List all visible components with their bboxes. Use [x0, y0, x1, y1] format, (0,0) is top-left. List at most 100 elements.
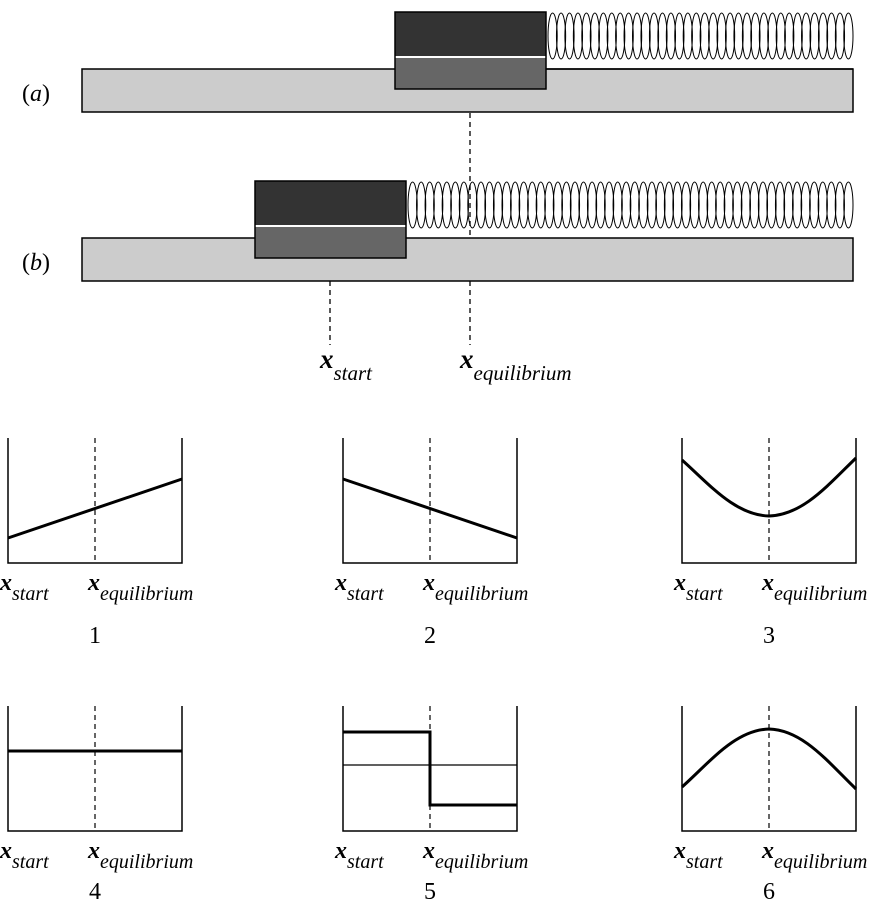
spring-coil: [732, 181, 743, 229]
spring-coil: [784, 12, 795, 60]
spring-coil: [441, 181, 452, 229]
spring-coil: [672, 181, 683, 229]
spring-coil: [792, 12, 803, 60]
spring-coil: [612, 181, 623, 229]
spring-coil: [775, 12, 786, 60]
spring-coil: [450, 181, 461, 229]
graph-4-x-equilibrium-label: xequilibrium: [87, 838, 193, 873]
spring-coil: [424, 181, 435, 229]
spring-coil: [655, 181, 666, 229]
spring-coil: [501, 181, 512, 229]
graph-2-x-start-label: xstart: [334, 570, 384, 605]
graph-5-frame: [342, 706, 518, 832]
spring-coil: [817, 12, 829, 60]
graph-1-x-equilibrium-label: xequilibrium: [87, 570, 193, 605]
spring-coil: [640, 12, 651, 60]
graph-6-curve: [681, 727, 858, 791]
spring-coil: [638, 181, 649, 229]
spring-coil: [843, 181, 854, 229]
spring-coil: [774, 181, 786, 229]
graph-5-curve: [343, 730, 517, 807]
spring-coil: [527, 181, 538, 229]
spring-coil: [674, 12, 685, 60]
spring-coil: [758, 12, 769, 60]
spring-coil: [665, 12, 677, 60]
x-equilibrium-label: xequilibrium: [459, 344, 572, 385]
spring-coil: [595, 181, 606, 229]
spring-coil: [518, 181, 529, 229]
spring-coil: [741, 12, 753, 60]
spring-coil: [629, 181, 640, 229]
panel-label-b: (b): [22, 250, 50, 276]
spring-coil: [572, 12, 584, 60]
spring-coil: [544, 181, 555, 229]
graph-6-number: 6: [763, 879, 775, 905]
graph-1-number: 1: [89, 623, 101, 649]
setup-b: (b): [22, 180, 854, 345]
spring-coil: [716, 12, 727, 60]
graph-5-x-start-label: xstart: [334, 838, 384, 873]
graph-3-frame: [681, 438, 857, 564]
spring-coil: [715, 181, 726, 229]
spring-coil: [564, 12, 575, 60]
spring-coil: [535, 181, 546, 229]
spring-coil: [767, 12, 778, 60]
spring-coil: [801, 12, 812, 60]
graph-5: xstart xequilibrium 5: [334, 706, 528, 905]
spring-coil: [792, 181, 803, 229]
graph-3: xstart xequilibrium 3: [673, 438, 867, 649]
spring-coil: [561, 181, 572, 229]
spring-coil: [682, 12, 693, 60]
spring-coil: [834, 12, 846, 60]
graph-4-frame: [7, 706, 183, 832]
spring-coil: [586, 181, 598, 229]
spring-coil: [657, 12, 668, 60]
panel-label-a: (a): [22, 81, 50, 107]
spring-coil: [646, 181, 657, 229]
spring-coil: [475, 181, 487, 229]
graph-3-number: 3: [763, 623, 775, 649]
spring-coil: [680, 181, 692, 229]
x-start-label: xstart: [319, 344, 373, 385]
spring-coil: [606, 12, 617, 60]
spring-coil: [724, 12, 736, 60]
graph-6-x-equilibrium-label: xequilibrium: [761, 838, 867, 873]
spring-coil: [691, 12, 702, 60]
graph-1-frame: [7, 438, 183, 564]
graph-5-x-equilibrium-label: xequilibrium: [422, 838, 528, 873]
graph-5-number: 5: [424, 879, 436, 905]
spring-coil: [817, 181, 828, 229]
spring-coil: [834, 181, 845, 229]
spring-coil: [766, 181, 777, 229]
spring-coil: [467, 181, 478, 229]
graph-3-x-equilibrium-label: xequilibrium: [761, 570, 867, 605]
spring-coil: [689, 181, 700, 229]
spring-coil: [843, 12, 854, 60]
spring-coil: [740, 181, 751, 229]
spring-coil: [578, 181, 589, 229]
block-b: [254, 180, 407, 259]
spring-coil: [826, 12, 837, 60]
spring-a: [547, 12, 854, 60]
graph-1: xstart xequilibrium 1: [0, 438, 193, 649]
spring-coil: [615, 12, 626, 60]
spring-coil: [809, 181, 820, 229]
graph-1-x-start-label: xstart: [0, 570, 49, 605]
setup-a: (a): [22, 11, 854, 113]
spring-coil: [581, 12, 592, 60]
graph-4-number: 4: [89, 879, 101, 905]
spring-coil: [708, 12, 719, 60]
graph-3-curve: [681, 456, 858, 518]
spring-coil: [555, 12, 567, 60]
graph-6-x-start-label: xstart: [673, 838, 723, 873]
graph-4: xstart xequilibrium 4: [0, 706, 193, 905]
spring-coil: [569, 181, 581, 229]
spring-coil: [699, 12, 710, 60]
spring-b: [407, 181, 854, 229]
graph-1-curve: [7, 477, 183, 540]
graph-2-curve: [342, 477, 518, 540]
spring-coil: [621, 181, 632, 229]
spring-coil: [433, 181, 444, 229]
spring-coil: [733, 12, 744, 60]
